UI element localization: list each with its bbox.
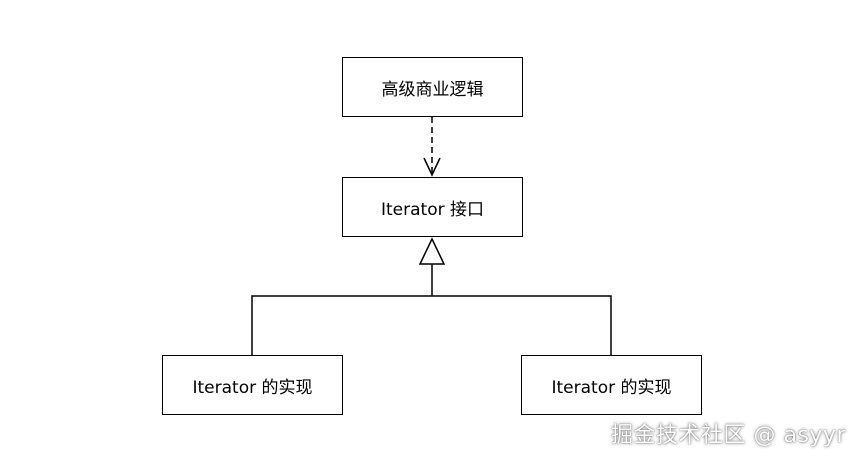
node-iterator-impl-left[interactable]: Iterator 的实现: [162, 355, 343, 415]
generalization-line-right: [432, 295, 612, 355]
dependency-arrowhead: [423, 157, 441, 177]
node-business-logic-label: 高级商业逻辑: [381, 79, 484, 100]
node-business-logic[interactable]: 高级商业逻辑: [342, 57, 523, 117]
node-iterator-interface[interactable]: Iterator 接口: [342, 177, 523, 237]
node-iterator-interface-label: Iterator 接口: [380, 199, 484, 220]
watermark: 掘金技术社区 @ asyyr: [610, 423, 846, 448]
generalization-triangle: [418, 237, 446, 265]
generalization-line-left: [251, 295, 432, 355]
node-iterator-impl-right-label: Iterator 的实现: [551, 377, 672, 398]
node-iterator-impl-left-label: Iterator 的实现: [192, 377, 313, 398]
node-iterator-impl-right[interactable]: Iterator 的实现: [521, 355, 702, 415]
